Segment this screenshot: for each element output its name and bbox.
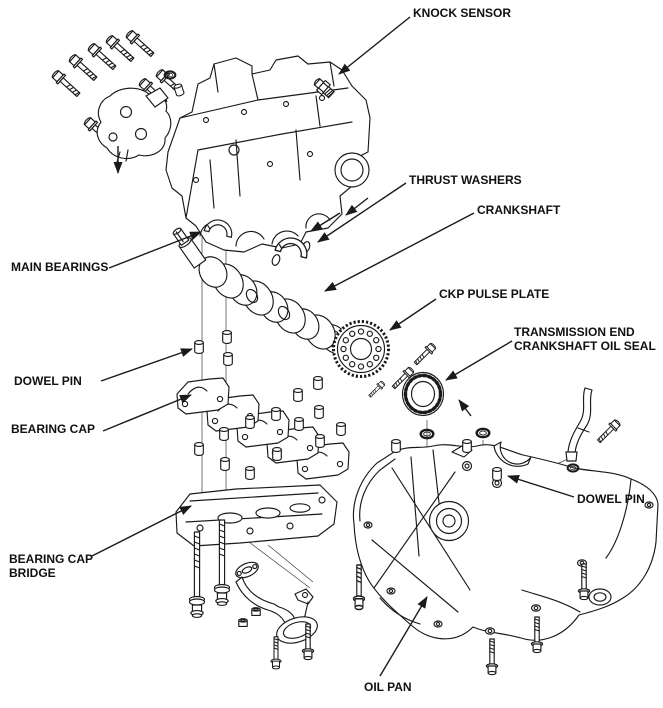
label-crankshaft: CRANKSHAFT	[477, 203, 561, 217]
label-knock-sensor: KNOCK SENSOR	[413, 6, 512, 20]
leader-arrows	[91, 16, 575, 677]
leader-thrust-washers	[317, 182, 407, 243]
label-transmission-end-line2: CRANKSHAFT OIL SEAL	[514, 338, 656, 353]
label-bearing-cap-bridge-line2: BRIDGE	[9, 565, 56, 580]
leader-oil-pan	[379, 596, 428, 677]
oil-pickup-part	[235, 561, 318, 670]
leader-dowel-pin-upper	[100, 348, 193, 382]
bearing-cap-bridge-part	[175, 484, 338, 547]
engine-block-part	[165, 55, 371, 253]
dipstick-tube-part	[565, 387, 623, 473]
label-transmission-end-line1: TRANSMISSION END	[514, 325, 635, 339]
bearing-caps-part	[176, 377, 350, 480]
leader-knock-sensor	[338, 16, 411, 75]
label-thrust-washers: THRUST WASHERS	[409, 173, 522, 187]
label-ckp-pulse-plate: CKP PULSE PLATE	[439, 287, 550, 301]
ckp-pulse-plate-part	[332, 320, 438, 400]
leader-ckp-pulse-plate	[389, 298, 437, 331]
label-main-bearings: MAIN BEARINGS	[11, 260, 109, 274]
leader-dowel-pin-lower	[507, 475, 575, 498]
label-dowel-pin-upper: DOWEL PIN	[14, 374, 82, 388]
knock-sensor-part	[313, 78, 335, 99]
label-bearing-cap: BEARING CAP	[11, 422, 96, 436]
label-transmission-end-oil-seal: TRANSMISSION END CRANKSHAFT OIL SEAL	[514, 325, 656, 353]
oil-pan-part	[352, 444, 659, 641]
water-passage-part	[96, 87, 172, 163]
leader-bearing-cap	[102, 394, 192, 432]
label-dowel-pin-lower: DOWEL PIN	[577, 492, 645, 506]
oil-seal-part	[401, 371, 445, 417]
label-oil-pan: OIL PAN	[364, 680, 412, 694]
label-bearing-cap-bridge-line1: BEARING CAP	[9, 552, 94, 566]
leader-bearing-cap-bridge	[91, 505, 192, 557]
leader-oil-seal	[445, 340, 513, 381]
label-bearing-cap-bridge: BEARING CAP BRIDGE	[9, 552, 94, 580]
crankshaft-part	[172, 227, 348, 354]
pan-seals-dowels	[391, 427, 532, 481]
explode-arrows	[310, 197, 472, 417]
thrust-washer-part	[271, 233, 311, 266]
leader-main-bearings	[108, 231, 202, 269]
leader-crankshaft	[324, 212, 475, 292]
